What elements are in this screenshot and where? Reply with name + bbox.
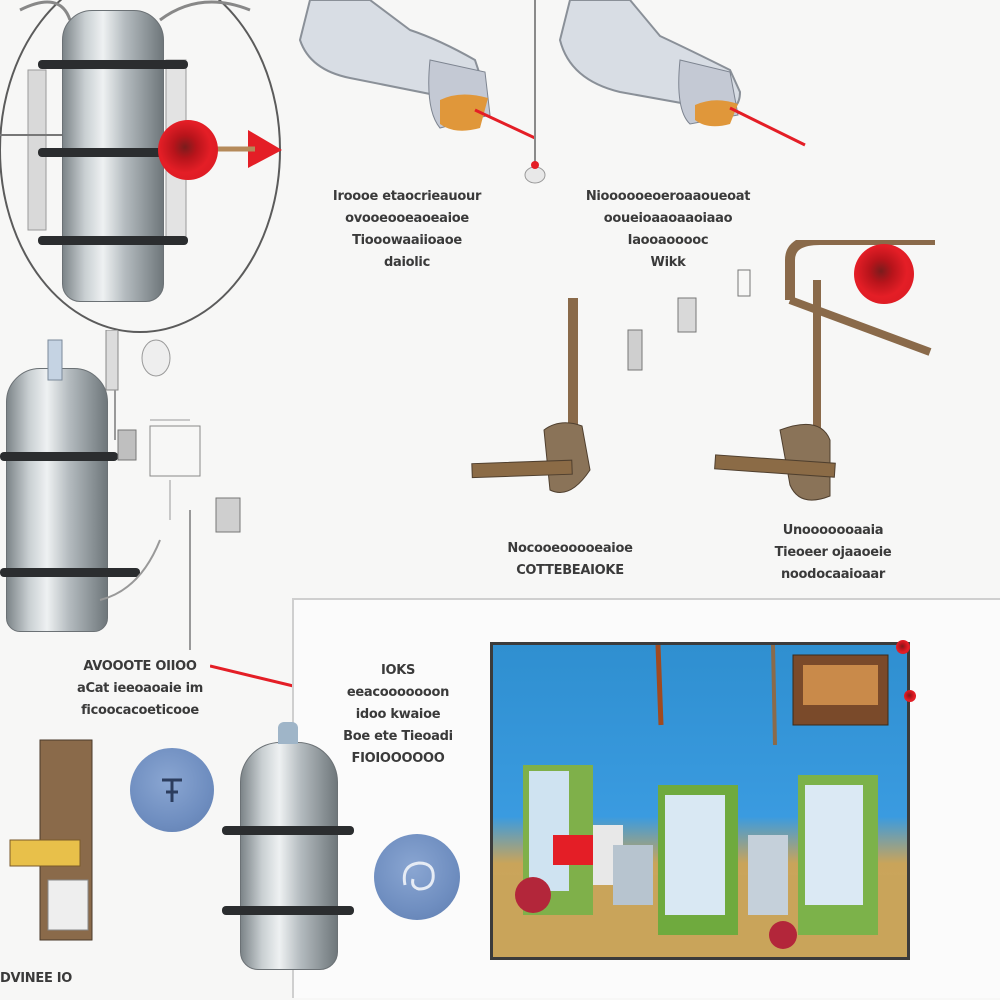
cylinder-band [222, 826, 354, 835]
caption-line: IOKS [380, 663, 416, 678]
tap-symbol-badge [130, 748, 214, 832]
caption-top-middle: Iroooe etaocrieauour ovooeooeaoeaioe Tio… [292, 186, 522, 274]
caption-line: Iaooaooooc [627, 233, 709, 248]
cylinder-band [222, 906, 354, 915]
caption-mid-middle: Nocooeooooeaioe COTTEBEAIOKE [480, 538, 660, 582]
red-valve-indicator [854, 244, 914, 304]
caption-line: idoo kwaioe [355, 707, 441, 722]
red-arrow-icon [248, 130, 282, 168]
control-device [9, 739, 93, 941]
plant-scene-graphic [493, 645, 907, 957]
caption-top-right: Nioooooeoeroaaoueoat ooueioaaoaaoiaao Ia… [548, 186, 788, 274]
caption-line: Iroooe etaocrieauour [332, 189, 482, 204]
caption-line: ooueioaaoaaoiaao [603, 211, 733, 226]
cylinder-band [0, 568, 140, 577]
caption-line: Wikk [650, 255, 686, 270]
caption-line: Nioooooeoeroaaoueoat [585, 189, 751, 204]
nozzle-closeups [298, 0, 806, 184]
caption-line: eeacooooooon [346, 685, 450, 700]
caption-line: noodocaaioaar [780, 567, 886, 582]
caption-line: Boe ete Tieoadi [343, 729, 453, 744]
swirl-symbol-icon [402, 861, 435, 891]
caption-line: DVINEE IO [0, 971, 73, 986]
red-marker [904, 690, 916, 702]
caption-line: ficoocacoeticooe [81, 703, 199, 718]
piping-schematic [47, 330, 241, 650]
caption-line: COTTEBEAIOKE [516, 563, 624, 578]
cylinder-band [38, 60, 188, 69]
swirl-symbol-badge [374, 834, 460, 920]
cylinder-band [38, 236, 188, 245]
tap-symbol-icon [162, 778, 182, 802]
caption-center-lower: IOKS eeacooooooon idoo kwaioe Boe ete Ti… [318, 660, 478, 770]
caption-bottom-left: DVINEE IO [0, 968, 110, 990]
caption-line: ovooeooeaoeaioe [345, 211, 469, 226]
caption-line: Nocooeooooeaioe [507, 541, 633, 556]
caption-line: AVOOOTE OIIOO [83, 659, 197, 674]
cylinder-valve [278, 722, 298, 744]
caption-line: Unooooooaaia [782, 523, 884, 538]
caption-line: FIOIOOOOOO [351, 751, 445, 766]
cylinder-band [38, 148, 188, 157]
plant-scene-illustration [490, 642, 910, 960]
red-marker [896, 640, 910, 654]
cylinder-band [0, 452, 118, 461]
valve-handle-diagrams [471, 240, 935, 501]
caption-mid-right: Unooooooaaia Tieoeer ojaaoeie noodocaaio… [748, 520, 918, 586]
caption-left-lower: AVOOOTE OIIOO aCat ieeoaoaie im ficoocac… [40, 656, 240, 722]
caption-line: daiolic [384, 255, 430, 270]
caption-line: Tieoeer ojaaoeie [774, 545, 892, 560]
red-valve-indicator [158, 120, 218, 180]
caption-line: aCat ieeoaoaie im [76, 681, 204, 696]
gas-cylinder [6, 368, 108, 632]
oval-enclosure [0, 0, 282, 333]
caption-line: Tiooowaaiioaoe [352, 233, 462, 248]
gas-cylinder [240, 742, 338, 970]
